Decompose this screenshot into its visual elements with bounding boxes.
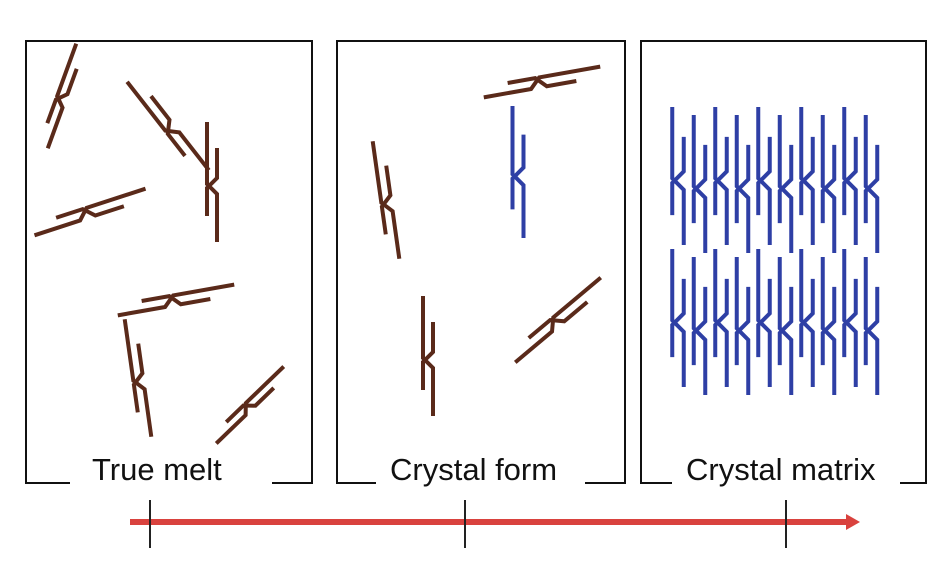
matrix-molecule-13-rods	[713, 249, 729, 387]
melt-molecule-6	[122, 319, 154, 437]
melt-molecule-5	[117, 282, 235, 318]
matrix-molecule-8-rods	[820, 115, 837, 253]
melt-molecule-7	[214, 365, 286, 445]
melt-molecule-5-rods	[117, 282, 235, 318]
form-molecule-1-rods	[483, 64, 601, 100]
matrix-molecule-7	[799, 107, 815, 245]
matrix-molecule-4	[734, 115, 751, 253]
matrix-molecule-20	[863, 257, 880, 395]
melt-molecule-4	[33, 186, 147, 238]
matrix-molecule-2-rods	[691, 115, 708, 253]
form-molecule-2	[370, 141, 402, 259]
matrix-molecule-12-rods	[691, 257, 708, 395]
matrix-molecule-17	[799, 249, 815, 387]
matrix-molecule-10-rods	[863, 115, 880, 253]
form-molecule-3	[421, 296, 435, 416]
melt-molecule-4-rods	[33, 186, 147, 238]
melt-molecule-2	[125, 80, 211, 172]
matrix-molecule-18	[820, 257, 837, 395]
panel-frame-2	[336, 40, 626, 484]
matrix-molecule-14	[734, 257, 751, 395]
matrix-molecule-11	[670, 249, 686, 387]
matrix-molecule-6-rods	[777, 115, 794, 253]
panel-frame-3	[640, 40, 927, 484]
panel-frames	[25, 40, 927, 484]
matrix-molecule-3-rods	[713, 107, 729, 245]
matrix-molecule-10	[863, 115, 880, 253]
matrix-molecule-7-rods	[799, 107, 815, 245]
form-molecule-3-rods	[421, 296, 435, 416]
progress-arrow	[130, 500, 860, 548]
matrix-molecule-14-rods	[734, 257, 751, 395]
matrix-molecule-9-rods	[842, 107, 858, 245]
melt-molecule-6-rods	[122, 319, 154, 437]
form-ordered-molecule-rods	[510, 105, 526, 239]
matrix-molecule-4-rods	[734, 115, 751, 253]
panel-frame-1	[25, 40, 313, 484]
matrix-molecule-20-rods	[863, 257, 880, 395]
matrix-molecule-6	[777, 115, 794, 253]
label-true-melt: True melt	[86, 452, 228, 488]
matrix-molecule-2	[691, 115, 708, 253]
matrix-molecule-18-rods	[820, 257, 837, 395]
form-molecule-4-rods	[513, 276, 603, 364]
matrix-molecule-11-rods	[670, 249, 686, 387]
matrix-molecule-16-rods	[777, 257, 794, 395]
matrix-molecule-15-rods	[756, 249, 772, 387]
label-crystal-form: Crystal form	[384, 452, 564, 488]
melt-molecule-3-rods	[205, 122, 219, 242]
matrix-molecule-19	[842, 249, 858, 387]
form-molecule-1	[483, 64, 601, 100]
matrix-molecule-1	[670, 107, 686, 245]
matrix-molecule-8	[820, 115, 837, 253]
matrix-molecule-15	[756, 249, 772, 387]
matrix-molecule-12	[691, 257, 708, 395]
melt-molecule-3	[205, 122, 219, 242]
form-ordered-molecule	[510, 105, 526, 239]
label-crystal-matrix: Crystal matrix	[680, 452, 882, 488]
matrix-molecule-17-rods	[799, 249, 815, 387]
melt-molecule-1-rods	[45, 43, 79, 149]
form-molecule-2-rods	[370, 141, 402, 259]
matrix-molecule-3	[713, 107, 729, 245]
matrix-molecule-5-rods	[756, 107, 772, 245]
matrix-molecule-19-rods	[842, 249, 858, 387]
melt-molecule-1	[45, 43, 79, 149]
melt-molecule-2-rods	[125, 80, 211, 172]
matrix-molecule-16	[777, 257, 794, 395]
matrix-molecule-1-rods	[670, 107, 686, 245]
matrix-molecule-13	[713, 249, 729, 387]
molecules	[33, 43, 880, 445]
arrow-right-icon	[846, 514, 860, 530]
matrix-molecule-9	[842, 107, 858, 245]
matrix-molecule-5	[756, 107, 772, 245]
melt-molecule-7-rods	[214, 365, 286, 445]
form-molecule-4	[513, 276, 603, 364]
